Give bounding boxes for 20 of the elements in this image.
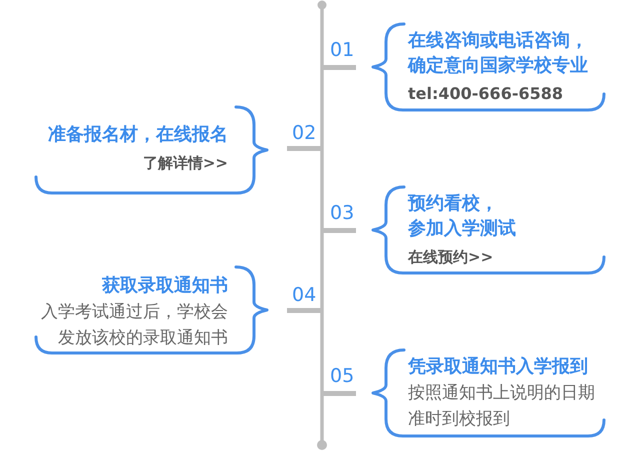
callout-bubble	[370, 348, 607, 438]
callout-bubble	[33, 105, 270, 195]
step-title: 预约看校，参加入学测试	[408, 192, 517, 241]
step-title: 获取录取通知书	[102, 274, 228, 298]
step-number: 03	[330, 201, 354, 225]
step-description: 按照通知书上说明的日期准时到校报到	[408, 382, 596, 431]
step-title: 凭录取通知书入学报到	[408, 355, 588, 379]
booking-link: 在线预约>>	[408, 247, 494, 268]
callout-bubble	[370, 22, 607, 112]
details-link: 了解详情>>	[142, 153, 228, 174]
step-title: 准备报名材，在线报名	[48, 123, 228, 147]
callout-bubble	[33, 265, 270, 355]
callout-bubble	[370, 185, 607, 275]
step-number: 02	[292, 121, 316, 145]
step-title: 在线咨询或电话咨询，确定意向国家学校专业	[408, 29, 589, 78]
step-description: 入学考试通过后，学校会发放该校的录取通知书	[40, 301, 228, 350]
step-number: 05	[330, 364, 354, 388]
step-number: 01	[330, 38, 354, 62]
step-number: 04	[292, 283, 316, 307]
phone-number: tel:400-666-6588	[408, 83, 563, 105]
